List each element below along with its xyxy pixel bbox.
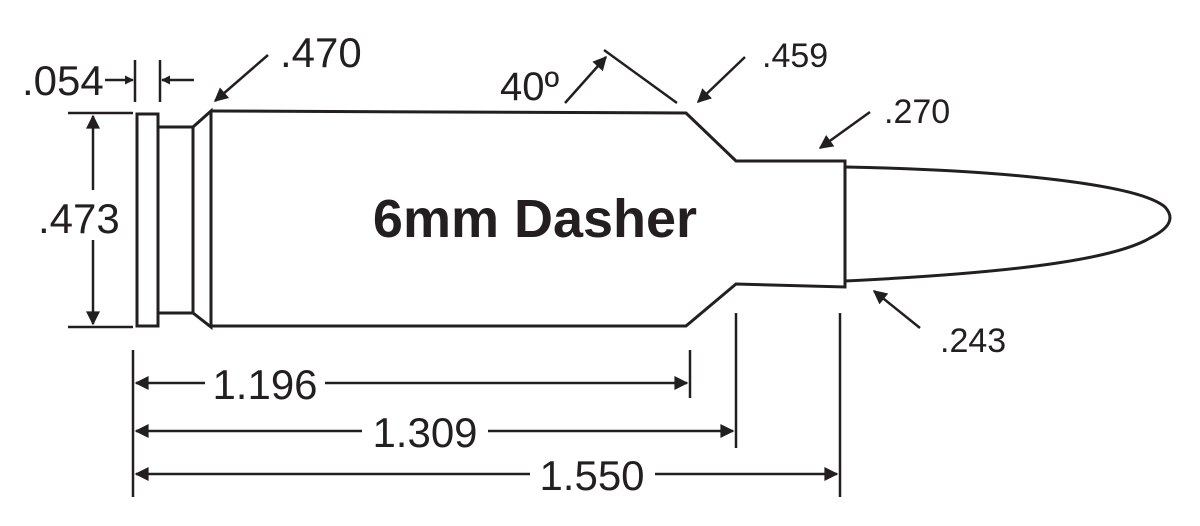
bullet-diameter-leader: [872, 290, 921, 329]
length-extension-lines: [131, 313, 842, 497]
shoulder-angle-label: 40º: [500, 65, 559, 109]
dim-case-length: 1.550: [134, 452, 839, 499]
shoulder-angle-ext: [603, 48, 678, 105]
dim-rim-thickness: .054: [22, 57, 194, 104]
dim-body-diameter: .470: [213, 29, 362, 102]
case-body: [210, 109, 847, 328]
shoulder-diameter-label: .459: [762, 37, 828, 75]
dim-rim-diameter: .473: [38, 111, 133, 329]
shoulder-angle-arrow: [564, 55, 607, 104]
shoulder-diameter-leader: [696, 56, 746, 103]
case-rim: [135, 112, 160, 328]
cartridge-outline: [135, 107, 1172, 331]
neck-diameter-label: .270: [884, 93, 950, 131]
bullet: [844, 165, 1172, 283]
dim-shoulder-angle: 40º: [500, 48, 678, 109]
dim-bullet-diameter: .243: [872, 290, 1006, 360]
cartridge-title: 6mm Dasher: [373, 189, 697, 249]
rim-thickness-label: .054: [22, 57, 104, 104]
dim-shoulder-diameter: .459: [696, 37, 828, 103]
length-to-neck-label: 1.309: [372, 409, 477, 456]
rim-diameter-label: .473: [38, 195, 120, 242]
length-to-shoulder-label: 1.196: [212, 361, 317, 408]
bullet-diameter-label: .243: [940, 322, 1006, 360]
case-length-label: 1.550: [539, 452, 644, 499]
neck-diameter-leader: [818, 110, 871, 150]
dim-neck-diameter: .270: [818, 93, 950, 150]
dim-length-to-neck: 1.309: [134, 409, 735, 456]
extractor-groove: [158, 107, 213, 331]
body-diameter-leader: [213, 54, 269, 102]
body-diameter-label: .470: [280, 29, 362, 76]
dim-length-to-shoulder: 1.196: [134, 361, 689, 408]
